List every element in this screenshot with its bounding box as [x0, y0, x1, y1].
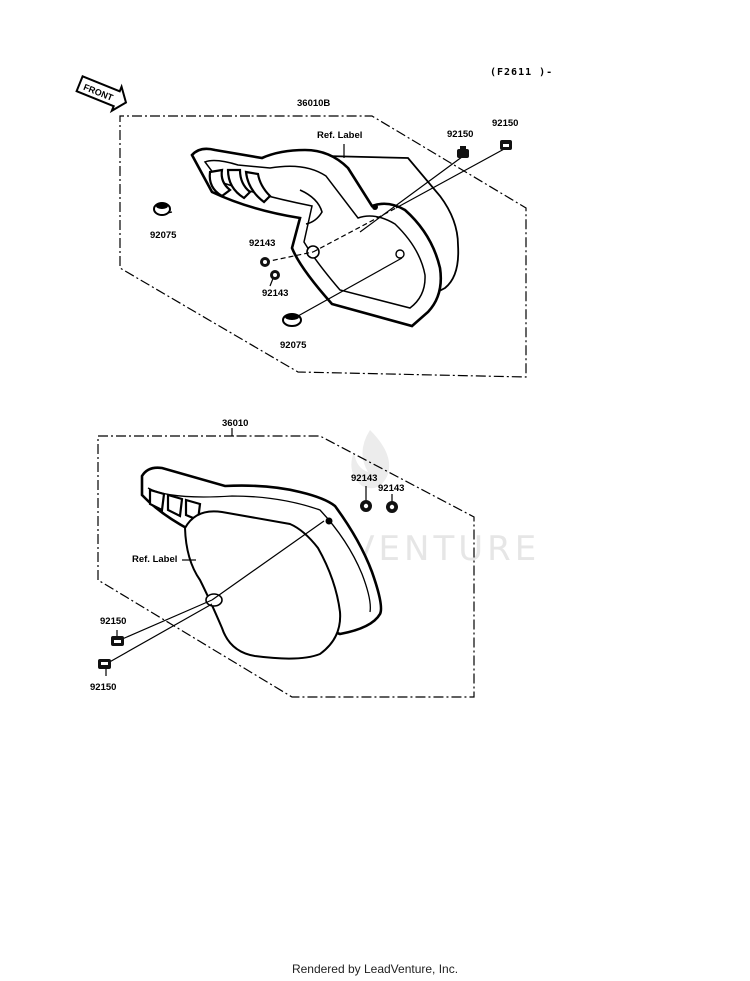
- upper-vent-slots: [208, 168, 272, 204]
- upper-assembly: 36010B Ref. Label 92150 92150 92075 9214…: [119, 98, 527, 378]
- upper-label-92075-a: 92075: [150, 230, 177, 241]
- lower-vent-slots: [148, 488, 202, 522]
- upper-hole-2: [395, 249, 405, 259]
- lower-label-plate: [183, 510, 342, 660]
- lower-part-number: 36010: [222, 418, 248, 429]
- lower-cover-edge: [147, 487, 371, 613]
- upper-fastener-92150-a: [457, 146, 469, 158]
- footer-credit: Rendered by LeadVenture, Inc.: [291, 962, 459, 976]
- upper-leader-lines: [162, 144, 507, 317]
- upper-label-92143-b: 92143: [262, 288, 288, 299]
- lower-grommet-hole: [205, 593, 223, 607]
- upper-label-92075-b: 92075: [280, 340, 307, 351]
- upper-grommet-92075-b: [282, 313, 302, 327]
- upper-label-92150-a: 92150: [447, 129, 473, 140]
- lower-hole: [325, 517, 333, 525]
- upper-ref-label: Ref. Label: [317, 130, 362, 141]
- lower-label-92150-b: 92150: [90, 682, 116, 693]
- lower-nut-92143-a: [360, 500, 372, 512]
- upper-side-tab: [299, 189, 323, 225]
- upper-label-92143-a: 92143: [249, 238, 275, 249]
- upper-cover-inner: [203, 159, 426, 309]
- diagram-code: (F2611 )-: [490, 67, 553, 78]
- lower-leader-lines: [105, 428, 393, 676]
- upper-part-number: 36010B: [297, 98, 330, 109]
- upper-fastener-92150-b: [500, 140, 512, 150]
- lower-label-92143-b: 92143: [378, 483, 404, 494]
- upper-label-92150-b: 92150: [492, 118, 518, 129]
- upper-nut-92143-a: [260, 257, 270, 267]
- upper-hole: [372, 204, 378, 210]
- lower-label-92150-a: 92150: [100, 616, 126, 627]
- upper-nut-92143-b: [270, 270, 280, 280]
- lower-nut-92143-b: [386, 501, 398, 513]
- lower-ref-label: Ref. Label: [132, 554, 177, 565]
- lower-boundary: [97, 435, 475, 698]
- lower-assembly: 36010 92143 92143 Ref. Label 92150 92150: [90, 418, 475, 698]
- lower-label-92143-a: 92143: [351, 473, 377, 484]
- upper-grommet-92075-a: [153, 202, 171, 216]
- upper-boundary: [119, 115, 527, 378]
- front-arrow-icon: FRONT: [75, 75, 128, 114]
- lower-fastener-92150-a: [111, 636, 124, 646]
- lower-fastener-92150-b: [98, 659, 111, 669]
